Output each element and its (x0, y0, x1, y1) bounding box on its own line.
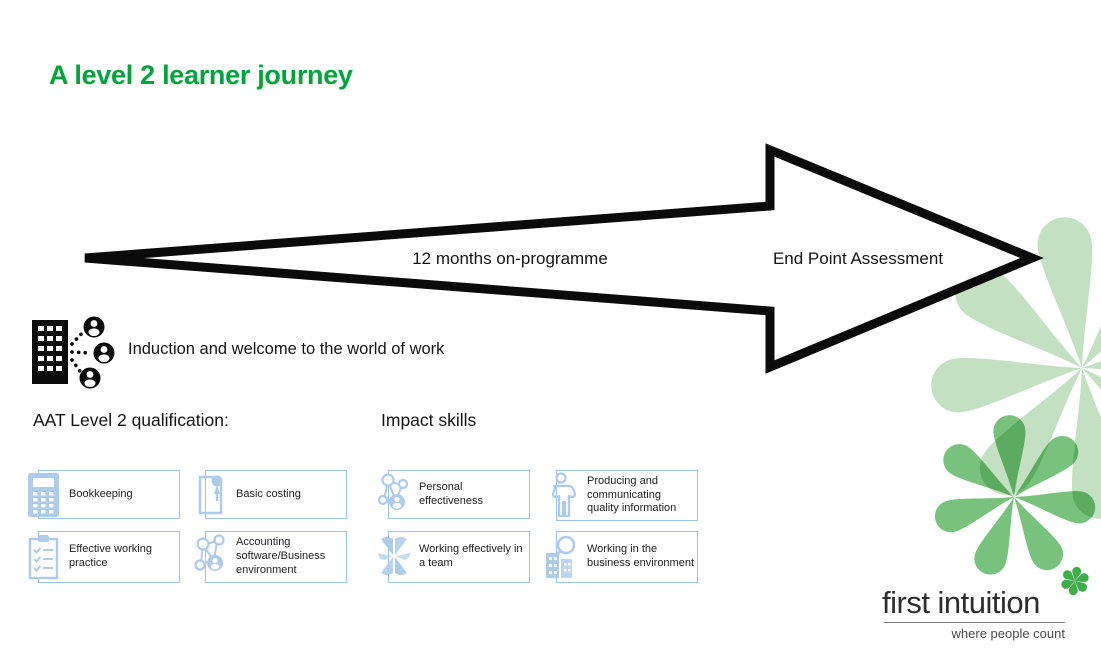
green-asterisk-flower-icon (1061, 566, 1089, 596)
induction-label: Induction and welcome to the world of wo… (128, 340, 445, 358)
skill-label: Accounting software/Business environment (236, 536, 326, 576)
clipboard-checklist-icon (28, 535, 59, 580)
skill-box-effective-working-practice: Effective working practice (28, 531, 180, 583)
logo-wordmark: first intuition (882, 585, 1040, 620)
skill-label: Working in the business environment (587, 543, 695, 569)
logo-tagline: where people count (951, 626, 1065, 641)
skill-label: Bookkeeping (69, 487, 133, 500)
calculator-icon (28, 472, 59, 517)
slide-title: A level 2 learner journey (49, 60, 353, 90)
skill-label: Personal effectiveness (419, 480, 484, 507)
skill-box-bookkeeping: Bookkeeping (28, 470, 180, 519)
skill-box-accounting-software: Accounting software/Business environment (194, 531, 347, 583)
end-point-assessment-label: End Point Assessment (772, 249, 944, 268)
buildings-magnifier-icon (546, 535, 576, 578)
skill-label: Producing and communicating quality info… (587, 474, 677, 515)
building-people-network-icon (32, 316, 115, 389)
skill-label: Effective working practice (69, 543, 152, 569)
on-programme-label: 12 months on-programme (412, 249, 608, 268)
network-people-icon (194, 534, 225, 571)
skill-label: Working effectively in a team (419, 543, 523, 569)
impact-heading: Impact skills (381, 410, 477, 430)
network-person-icon (377, 472, 409, 510)
person-outline-icon (551, 471, 577, 517)
skill-box-basic-costing: Basic costing (198, 470, 347, 519)
aat-heading: AAT Level 2 qualification: (33, 410, 229, 430)
skill-box-working-in-team: Working effectively in a team (378, 531, 530, 583)
skill-label: Basic costing (236, 487, 301, 500)
logo-rule (884, 622, 1065, 623)
skill-box-business-environment: Working in the business environment (546, 531, 698, 583)
skill-box-personal-effectiveness: Personal effectiveness (377, 470, 530, 519)
team-hands-icon (378, 537, 410, 575)
skill-box-producing-communicating: Producing and communicating quality info… (551, 470, 698, 521)
pushpin-document-icon (198, 475, 223, 514)
